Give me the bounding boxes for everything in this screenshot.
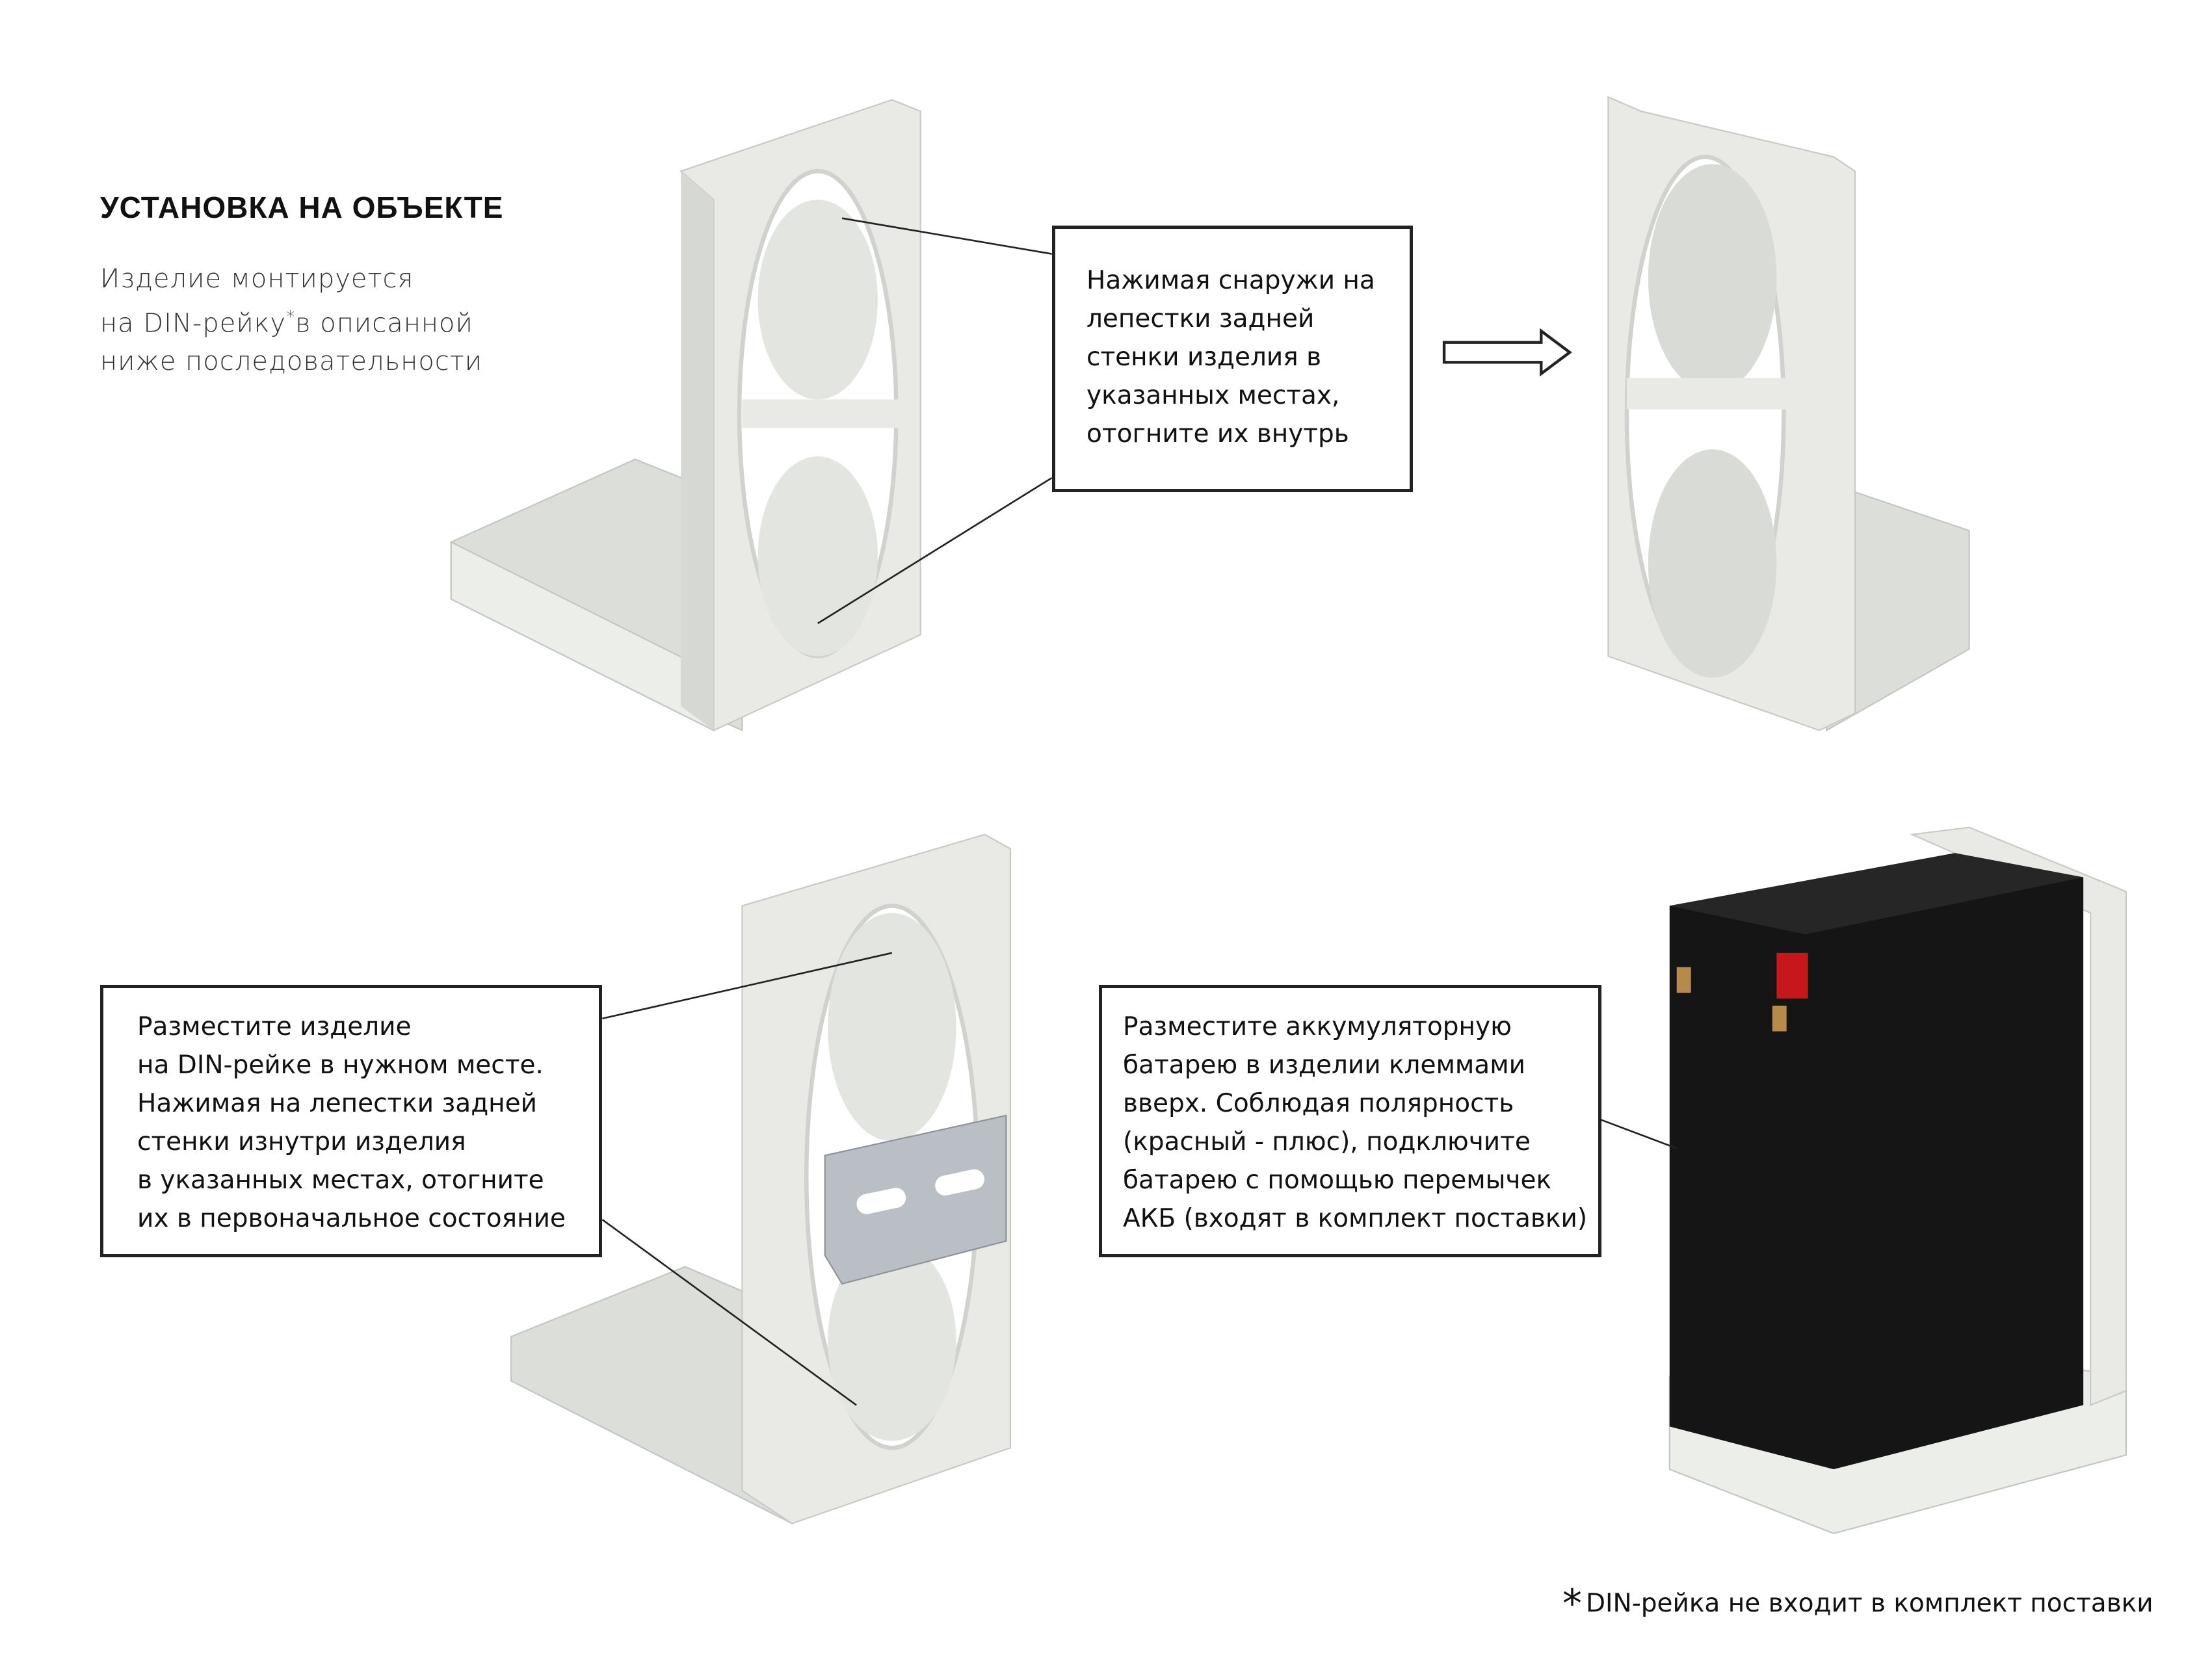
intro-text: Изделие монтируется на DIN-рейку*в описа… — [100, 264, 483, 377]
battery-photo — [1668, 826, 2127, 1535]
page-title: УСТАНОВКА НА ОБЪЕКТЕ — [100, 190, 504, 224]
footnote: *DIN-рейка не входит в комплект поставки — [1562, 1581, 2153, 1626]
leader-lines — [601, 217, 1678, 1406]
bracket-photo-after — [1607, 96, 1970, 732]
arrow-right-icon — [1442, 328, 1572, 377]
bracket-photo-before — [450, 99, 921, 732]
bracket-photo-din-rail — [510, 833, 1012, 1525]
